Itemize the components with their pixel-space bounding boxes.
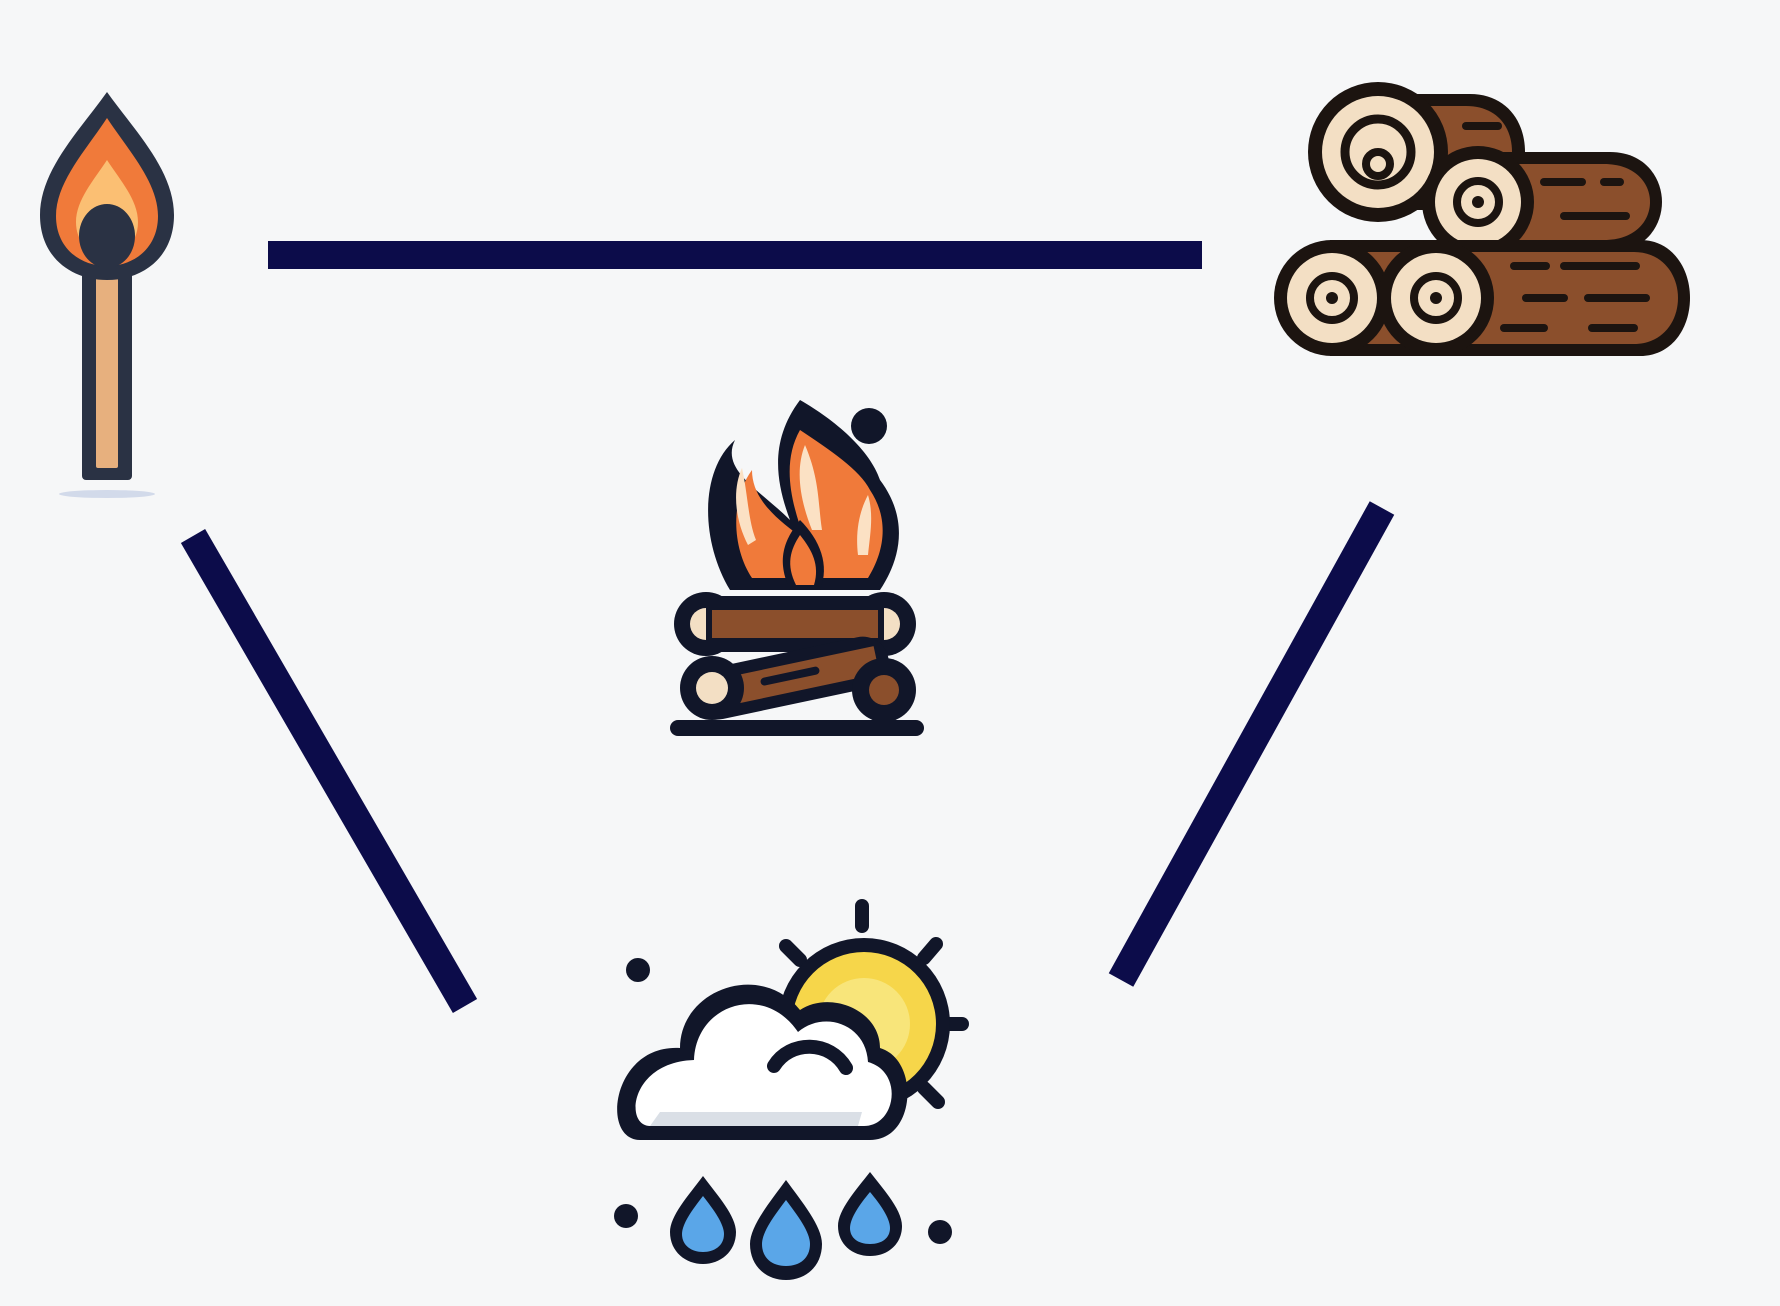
- campfire-icon: [670, 400, 924, 736]
- connectors: [180, 241, 1395, 1014]
- match-icon: [40, 92, 174, 498]
- firewood-logs-icon: [1274, 82, 1690, 356]
- rain-cloud-sun-icon: [614, 899, 969, 1280]
- connector-match-weather: [180, 528, 478, 1014]
- connector-logs-weather: [1108, 501, 1395, 987]
